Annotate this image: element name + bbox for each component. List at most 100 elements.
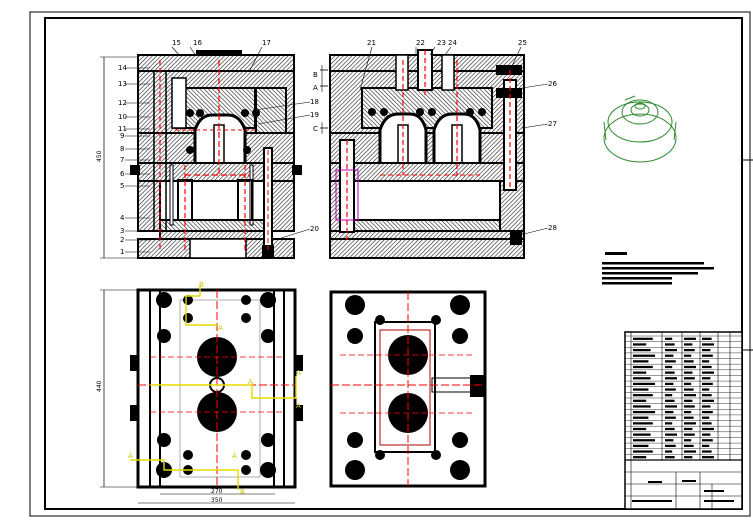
side-section-view (329, 49, 525, 259)
parts-list-cell-text (665, 348, 677, 352)
parts-list-cell-text (684, 450, 696, 453)
parts-list-cell-text (665, 422, 673, 425)
parts-list-cell-text (665, 394, 673, 397)
section-mark-a-3: A (296, 369, 301, 377)
parts-list-cell-text (684, 405, 695, 408)
parts-list-cell-text (665, 354, 674, 357)
section-mark-a-5: A (128, 452, 133, 460)
section-mark-a-1: A (218, 324, 223, 332)
parts-list-cell-text (665, 343, 675, 346)
parts-list-cell-text (684, 337, 696, 340)
parts-list-cell-text (665, 388, 676, 391)
parts-list-cell-text (684, 399, 693, 402)
parts-list-cell-text (665, 382, 674, 386)
parts-list-cell-text (633, 394, 653, 397)
parts-list-cell-text (702, 433, 711, 436)
parts-list-cell-text (702, 444, 710, 448)
parts-list-cell-text (684, 371, 693, 374)
parts-list-cell-text (684, 354, 692, 357)
plan-dimensions: 440 270 350 (96, 289, 295, 504)
parts-list-cell-text (684, 360, 694, 363)
parts-list-cell-text (684, 456, 693, 459)
plan-inner-width-label: 270 (211, 488, 223, 495)
callout-18: 18 (310, 98, 319, 106)
parts-list-cell-text (702, 405, 711, 408)
callout-6: 6 (120, 170, 125, 178)
parts-list-cell-text (633, 343, 647, 346)
parts-list-cell-text (684, 365, 696, 369)
parts-list-cell-text (702, 450, 712, 453)
callout-28: 28 (548, 224, 557, 232)
technical-notes (602, 252, 714, 285)
callout-7: 7 (120, 156, 124, 164)
outer-border (29, 11, 751, 517)
callout-14: 14 (118, 64, 127, 72)
parts-list-cell-text (702, 354, 713, 357)
parts-list-cell-text (633, 337, 653, 340)
parts-list-cell-text (665, 439, 674, 442)
callout-26: 26 (548, 80, 557, 88)
parts-list-cell-text (633, 405, 651, 408)
parts-list-cell-text (684, 388, 694, 391)
parts-list-cell-text (702, 382, 713, 386)
parts-list-cell-text (702, 388, 710, 391)
callout-11: 11 (118, 125, 127, 133)
callout-2: 2 (120, 236, 124, 244)
parts-list-cell-text (665, 337, 673, 340)
parts-list-cell-text (665, 444, 676, 448)
parting-letter-c: C (313, 125, 318, 133)
parts-list-cell-text (702, 439, 713, 442)
part-isometric-view (603, 95, 677, 163)
plan-height-label: 440 (96, 380, 103, 392)
callout-23: 23 (437, 39, 446, 47)
parts-list-cell-text (665, 410, 674, 414)
callout-27: 27 (548, 120, 557, 128)
parts-list-cell-text (633, 433, 651, 436)
callout-17: 17 (262, 39, 271, 47)
callout-25: 25 (518, 39, 527, 47)
callout-1: 1 (120, 248, 124, 256)
callout-9: 9 (120, 132, 124, 140)
callout-10: 10 (118, 113, 127, 121)
callout-12: 12 (118, 99, 127, 107)
parts-list-cell-text (665, 399, 675, 402)
front-callouts-right: 18 19 20 (254, 98, 319, 241)
callout-16: 16 (193, 39, 202, 47)
parts-list-cell-text (702, 343, 714, 346)
parts-list-cell-text (665, 416, 676, 419)
inner-border (44, 17, 743, 510)
parts-list-cell-text (702, 399, 714, 402)
callout-21: 21 (367, 39, 376, 47)
parts-list-cell-text (633, 382, 655, 386)
callout-3: 3 (120, 227, 124, 235)
parts-list-cell-text (633, 422, 653, 425)
plan-view-fixed-half (329, 290, 487, 488)
parting-letter-a: A (313, 84, 318, 92)
parts-list-cell-text (702, 416, 710, 419)
front-height-dimension: 450 (96, 56, 138, 259)
parts-list-cell-text (702, 348, 711, 352)
front-section-view (130, 50, 302, 259)
callout-22: 22 (416, 39, 425, 47)
parts-list-cell-text (633, 410, 655, 414)
parting-letter-b: B (313, 71, 318, 79)
plan-width-label: 350 (211, 497, 223, 504)
parts-list-cell-text (665, 427, 675, 431)
parts-list-cell-text (633, 377, 651, 380)
parts-list-cell-text (684, 394, 696, 397)
parts-list-cell-text (665, 371, 675, 374)
parts-list-cell-text (665, 365, 673, 369)
parts-list-cell-text (702, 427, 714, 431)
parts-list-cell-text (702, 371, 714, 374)
section-mark-a-4: A (296, 402, 301, 410)
parts-list-cell-text (633, 388, 649, 391)
callout-8: 8 (120, 145, 124, 153)
parts-list-cell-text (665, 405, 677, 408)
title-block (624, 331, 743, 510)
parts-list-cell-text (633, 354, 655, 357)
parts-list-cell-text (633, 360, 649, 363)
side-callouts: 21 22 23 24 25 26 27 28 B A C (313, 39, 557, 236)
parts-list-rows (625, 335, 742, 461)
parts-list-cell-text (684, 416, 694, 419)
parts-list-cell-text (702, 394, 712, 397)
